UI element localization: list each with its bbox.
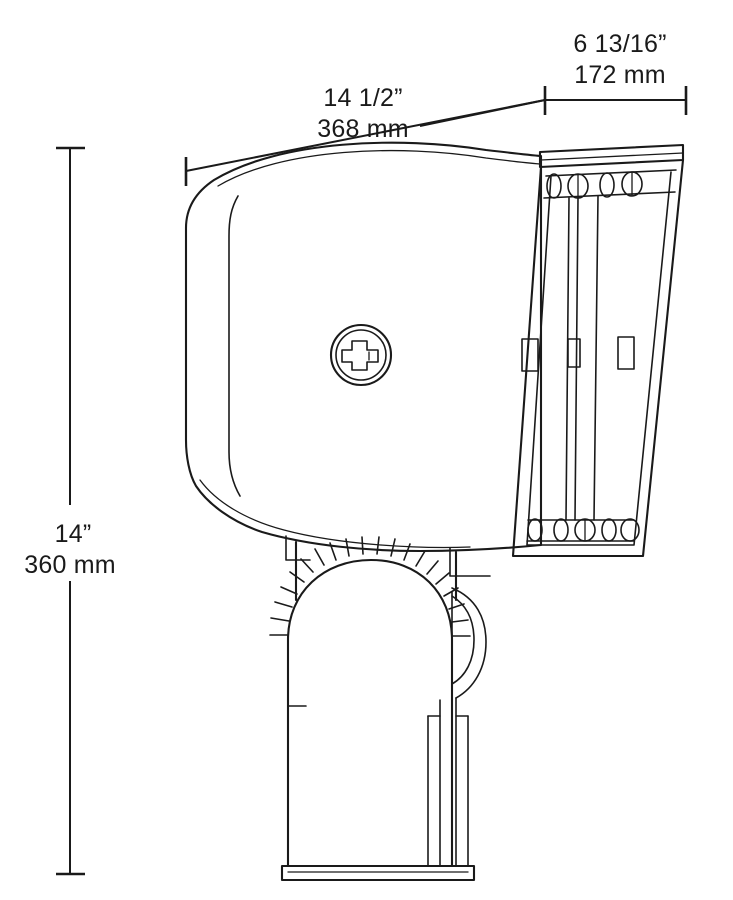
overall-height-metric-label: 360 mm bbox=[24, 551, 116, 579]
visor-tab-center bbox=[567, 338, 581, 368]
visor-lower-fastener-rail bbox=[526, 518, 640, 542]
base-plate-body bbox=[280, 864, 476, 882]
housing-top-edge-highlight bbox=[217, 149, 541, 187]
knuckle-bracket-right bbox=[449, 547, 491, 577]
knuckle-dome bbox=[286, 558, 454, 702]
phillips-head-screw bbox=[329, 323, 393, 387]
housing-outer-profile bbox=[184, 141, 543, 553]
screw-inner-circle bbox=[335, 329, 387, 381]
visor-inner-frame bbox=[526, 171, 672, 546]
visor-divider-left-inner bbox=[574, 197, 579, 521]
knuckle-side-lobe-outer bbox=[451, 587, 487, 699]
lower-fastener-5 bbox=[620, 518, 640, 542]
visor-outer-frame bbox=[511, 158, 685, 558]
housing-bottom-edge-highlight bbox=[199, 479, 471, 549]
screw-outer-circle bbox=[329, 323, 393, 387]
overall-depth-metric-label: 368 mm bbox=[317, 115, 409, 143]
overall-depth-leader-upper bbox=[419, 99, 546, 127]
overall-depth-imperial-label: 14 1/2” bbox=[323, 84, 402, 112]
overall-height-imperial-label: 14” bbox=[55, 520, 92, 548]
visor-depth-metric-label: 172 mm bbox=[574, 61, 666, 89]
knuckle-serrations bbox=[269, 536, 471, 637]
upper-fastener-3 bbox=[599, 172, 615, 198]
dimension-visor-depth bbox=[543, 86, 688, 115]
visor-assembly bbox=[511, 143, 685, 558]
serrated-knuckle-joint bbox=[269, 535, 491, 702]
visor-depth-imperial-label: 6 13/16” bbox=[573, 30, 666, 58]
screw-cross-slot bbox=[341, 340, 379, 371]
visor-top-rail-seam bbox=[540, 152, 684, 161]
dimension-overall-depth bbox=[184, 99, 546, 186]
knuckle-side-lobe-inner bbox=[451, 595, 475, 685]
upper-rail-bottom-line bbox=[543, 191, 676, 199]
lower-fastener-4 bbox=[601, 518, 617, 542]
visor-panel-left-edge bbox=[593, 195, 599, 521]
lower-fastener-2 bbox=[553, 518, 569, 542]
lower-fastener-3 bbox=[574, 518, 596, 542]
visor-tab-left bbox=[521, 338, 539, 372]
overall-height-label-backdrop bbox=[14, 505, 126, 581]
base-plate bbox=[280, 864, 476, 882]
upper-rail-top-line bbox=[545, 169, 677, 177]
upper-fastener-4 bbox=[621, 171, 643, 197]
dimension-overall-height bbox=[14, 146, 126, 876]
mounting-arm bbox=[286, 697, 469, 868]
housing-front-cap-seam bbox=[228, 195, 241, 497]
visor-upper-fastener-rail bbox=[543, 169, 677, 199]
visor-tab-right bbox=[617, 336, 635, 370]
housing-body bbox=[184, 141, 543, 553]
lower-fastener-1 bbox=[527, 518, 543, 542]
upper-fastener-1 bbox=[546, 173, 562, 199]
